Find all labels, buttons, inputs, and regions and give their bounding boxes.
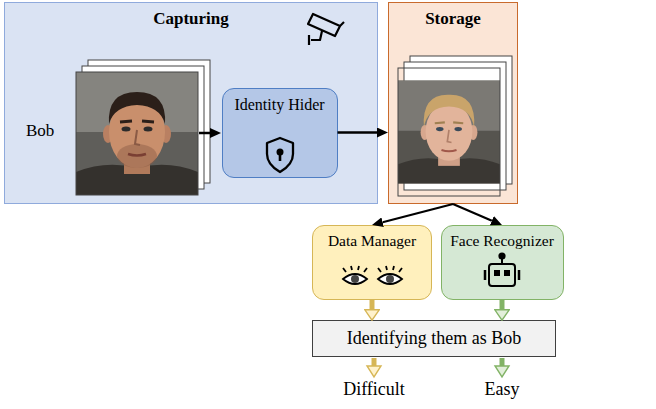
role-box: Face Recognizer (441, 225, 564, 300)
face-photo (76, 72, 198, 195)
shield-outline (267, 138, 293, 172)
face-photo (398, 81, 500, 184)
result-box: Identifying them as Bob (312, 320, 556, 357)
robot-eye (505, 271, 509, 275)
photo-frame (88, 60, 210, 183)
robot-head (489, 264, 515, 286)
flow-arrow (500, 300, 505, 309)
person-name: Bob (26, 121, 54, 141)
arrow-head (367, 366, 381, 377)
panel-title: Capturing (153, 9, 229, 29)
result-arrow (495, 358, 509, 377)
eyes-icon (343, 266, 402, 284)
result-arrow (367, 358, 381, 377)
robot-ears (485, 270, 519, 280)
stage-panel: CapturingIdentity Hider (4, 2, 378, 204)
shield-icon (267, 138, 293, 172)
robot-antenna (501, 258, 503, 264)
photo-frame (76, 72, 198, 195)
photo-frame (398, 68, 500, 196)
flow-arrow (338, 131, 378, 134)
camera-icon (308, 14, 344, 45)
arrow-head (210, 128, 221, 138)
arrow-head (495, 366, 509, 377)
box-label: Identifying them as Bob (347, 328, 521, 350)
photo-stack (76, 60, 210, 195)
flow-arrow (453, 204, 492, 221)
camera-lens (340, 22, 344, 26)
photo-frame (410, 56, 512, 184)
arrow-shaft (500, 358, 505, 366)
arrow-shaft (199, 132, 211, 135)
robot-icon (485, 253, 519, 286)
box-label: Identity Hider (234, 95, 324, 114)
camera-mount (311, 31, 322, 40)
role-box: Data Manager (312, 225, 432, 300)
flow-arrow (370, 300, 375, 309)
box-label: Face Recognizer (450, 232, 554, 251)
flow-arrow (383, 204, 453, 222)
arrow-shaft (372, 358, 377, 366)
camera-body (308, 14, 340, 36)
photo-frame (82, 66, 204, 189)
photo-frame (404, 62, 506, 190)
robot-antenna-tip (499, 253, 504, 258)
panel-title: Storage (425, 9, 481, 29)
keyhole-slot (279, 154, 282, 161)
camera-wall (308, 35, 310, 45)
eye (343, 266, 367, 284)
eye (378, 266, 402, 284)
outcome-label: Difficult (343, 379, 405, 401)
robot-eye (495, 271, 499, 275)
photo-stack (398, 56, 512, 196)
box-label: Data Manager (328, 232, 416, 251)
outcome-label: Easy (485, 379, 520, 401)
stage-panel: Storage (388, 2, 518, 204)
flow-arrow (199, 128, 221, 138)
keyhole (277, 149, 284, 156)
process-box: Identity Hider (222, 88, 338, 178)
